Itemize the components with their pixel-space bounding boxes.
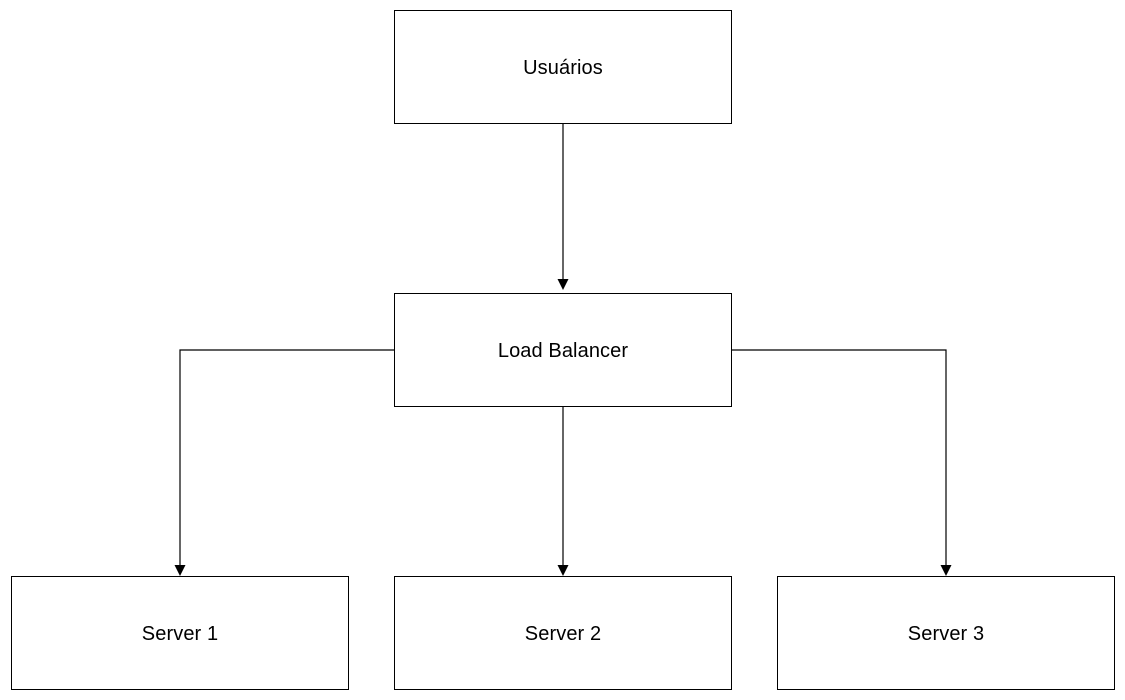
server3-node-label: Server 3 (907, 623, 985, 645)
edge-users-to-load-balancer (557, 124, 569, 290)
edge-load-balancer-to-server3-line (732, 349, 947, 566)
server2-node: Server 2 (394, 576, 732, 690)
users-node: Usuários (394, 10, 732, 124)
edge-load-balancer-to-server1-arrowhead (174, 565, 186, 576)
server2-node-label: Server 2 (524, 623, 602, 645)
edge-load-balancer-to-server3 (732, 349, 952, 576)
edge-load-balancer-to-server2-arrowhead (557, 565, 569, 576)
users-node-label: Usuários (523, 57, 603, 79)
load-balancer-node-label: Load Balancer (497, 340, 629, 362)
server3-node: Server 3 (777, 576, 1115, 690)
edge-load-balancer-to-server2 (557, 407, 569, 576)
server1-node-label: Server 1 (141, 623, 219, 645)
edge-users-to-load-balancer-arrowhead (557, 279, 569, 290)
edge-load-balancer-to-server3-arrowhead (940, 565, 952, 576)
server1-node: Server 1 (11, 576, 349, 690)
load-balancer-node: Load Balancer (394, 293, 732, 407)
edge-load-balancer-to-server1-line (179, 349, 394, 566)
edge-load-balancer-to-server1 (174, 349, 394, 576)
